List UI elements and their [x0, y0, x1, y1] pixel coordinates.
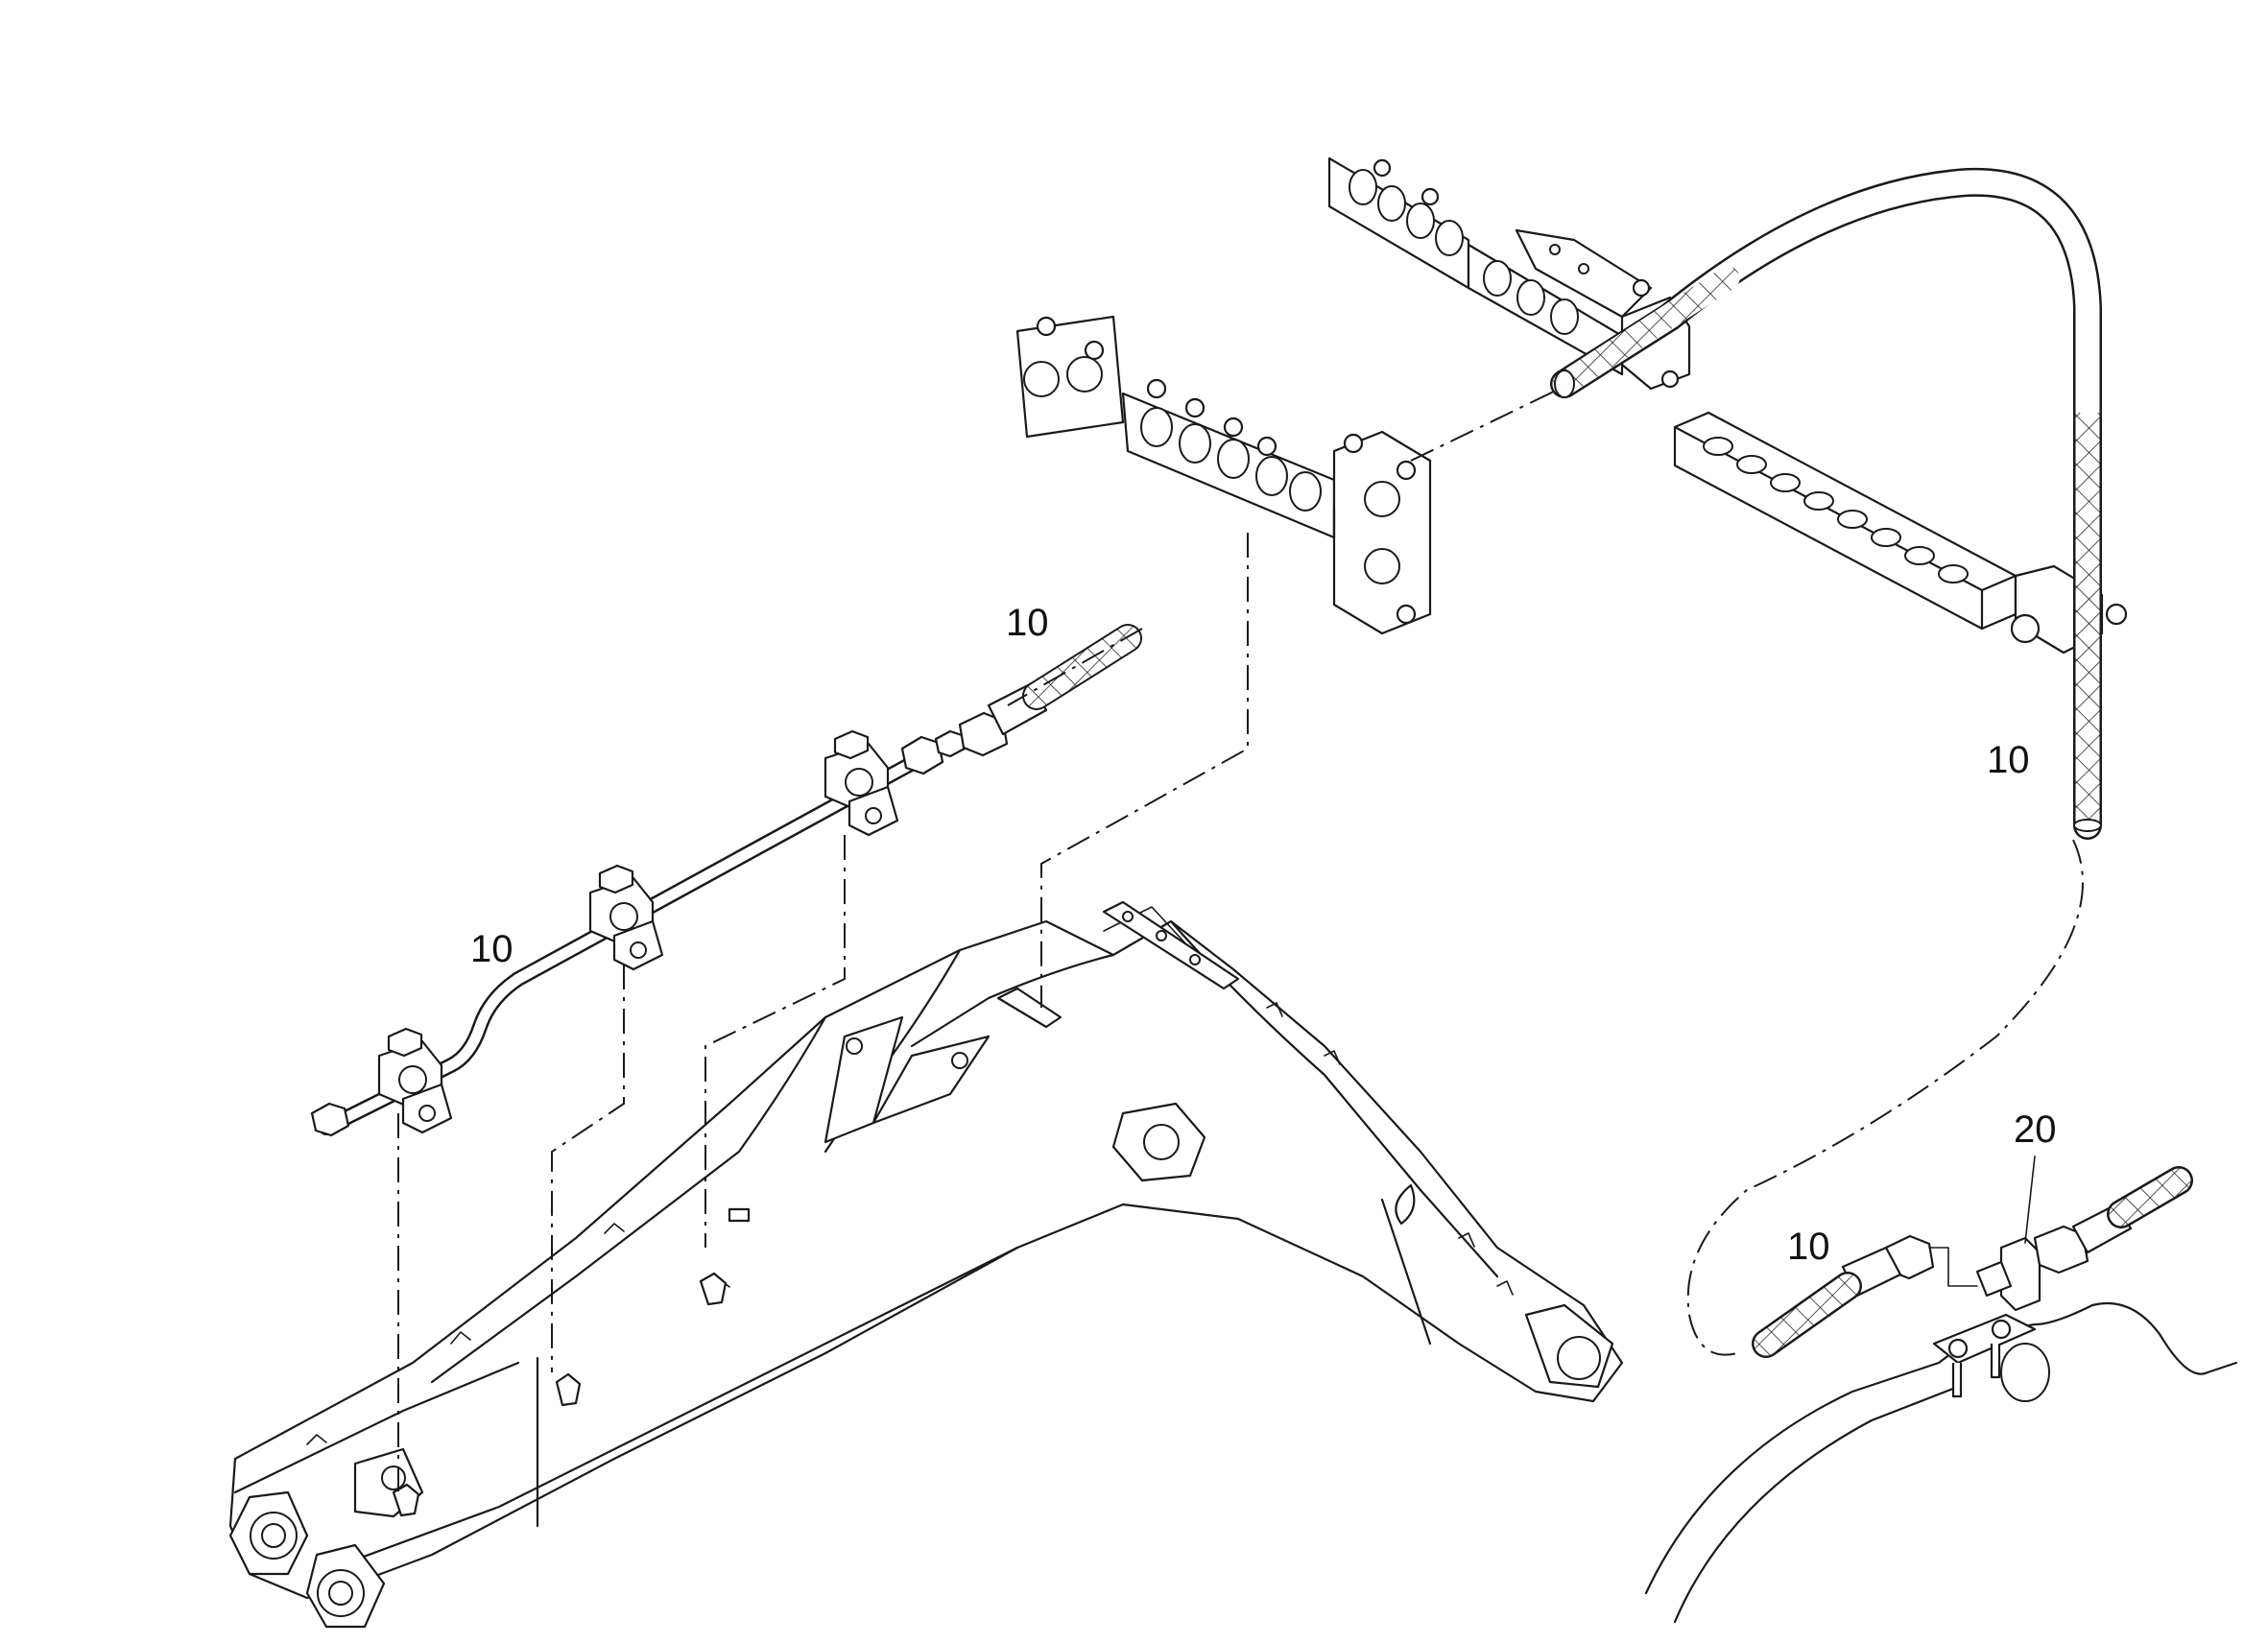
callout-10-hose-loop: 10 [1987, 739, 2030, 781]
callout-20-detail: 20 [2014, 1108, 2057, 1151]
callout-10-detail: 10 [1787, 1226, 1830, 1268]
callout-10-upper-hose: 10 [1006, 602, 1049, 644]
clamp-bar-middle [1015, 315, 1432, 635]
detail-view [1644, 1166, 2238, 1624]
excavator-boom [228, 906, 1624, 1629]
tube-clamp-2 [588, 864, 664, 971]
assembly-lines [397, 388, 2084, 1497]
callout-20-leader [2024, 1156, 2036, 1244]
tube-clamp-1 [377, 1027, 453, 1134]
braided-hose-loop [1550, 167, 2102, 840]
tube-clamp-3 [824, 729, 899, 837]
hose-fitting-center [958, 624, 1142, 757]
boom-clamp-bar [996, 900, 1240, 1029]
clamp-bar-right [1673, 411, 2128, 655]
steel-tube-assembly [310, 729, 967, 1137]
callout-10-steel-tube: 10 [470, 928, 513, 970]
